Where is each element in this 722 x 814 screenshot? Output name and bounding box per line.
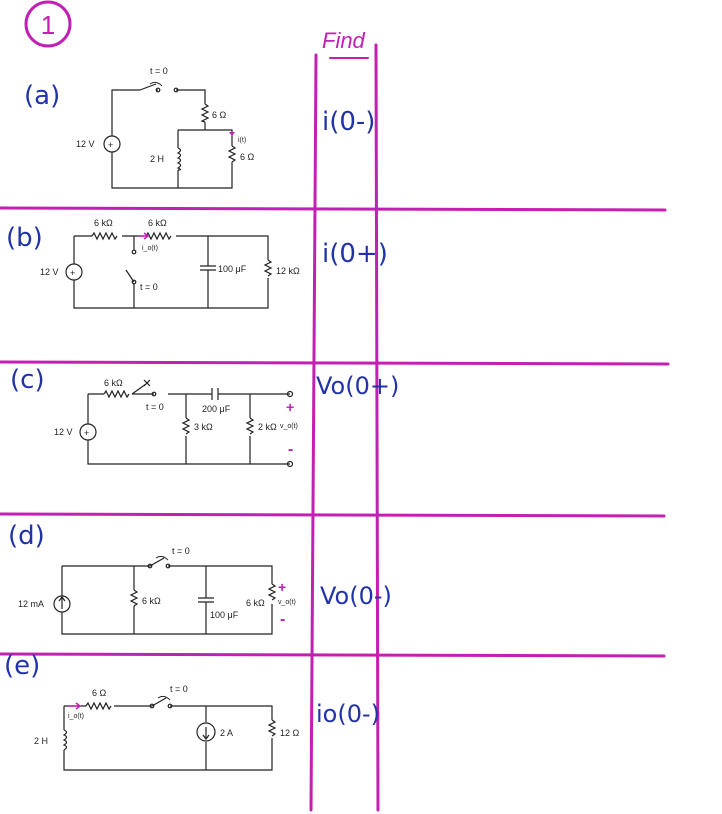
circuit-c — [79, 379, 294, 468]
source-a — [103, 135, 121, 153]
find-d: Vo(0-) — [320, 582, 392, 610]
circuit-e — [62, 695, 277, 771]
source-b — [65, 263, 83, 281]
circuit-c-r2: 3 kΩ — [194, 422, 213, 432]
find-label: Find — [322, 28, 366, 53]
grid-lines — [0, 43, 670, 812]
circuit-b-switch: t = 0 — [140, 282, 158, 292]
circuit-a-rload: 6 Ω — [240, 152, 255, 162]
circuit-d-r1: 6 kΩ — [142, 596, 161, 606]
resistor-a-load — [227, 145, 237, 163]
resistor-e-1 — [85, 701, 112, 711]
row-divider-2 — [0, 360, 670, 366]
circuit-b-r1: 6 kΩ — [94, 218, 113, 228]
resistor-d-1 — [129, 589, 139, 607]
part-label-d: (d) — [8, 521, 45, 551]
circuit-d-source: 12 mA — [18, 599, 44, 609]
find-a: i(0-) — [322, 107, 375, 137]
part-label-a: (a) — [24, 81, 60, 111]
inductor-a — [176, 147, 182, 171]
circuit-b-capacitor: 100 μF — [218, 264, 247, 274]
row-divider-3 — [0, 512, 666, 518]
circuit-c-voltage: v_o(t) — [280, 423, 298, 430]
circuit-d-voltage: v_o(t) — [278, 599, 296, 606]
circuit-c-r3: 2 kΩ — [258, 422, 277, 432]
circuit-a-inductor: 2 H — [150, 154, 164, 164]
problem-number: 1 — [41, 10, 55, 40]
circuit-a-source: 12 V — [76, 139, 95, 149]
circuit-c-minus: - — [288, 441, 293, 458]
problem-number-circle — [24, 0, 72, 48]
find-b: i(0+) — [322, 239, 388, 269]
circuit-a-rseries: 6 Ω — [212, 110, 227, 120]
resistor-c-1 — [103, 389, 130, 399]
row-divider-4 — [0, 652, 666, 658]
circuit-d-minus: - — [280, 611, 285, 628]
find-e: io(0-) — [316, 700, 380, 728]
part-label-e: (e) — [4, 651, 40, 681]
column-line-left — [309, 53, 318, 812]
circuit-a — [103, 81, 237, 189]
row-divider-1 — [0, 206, 667, 212]
current-arrow-a — [229, 132, 235, 136]
circuit-d-switch: t = 0 — [172, 546, 190, 556]
column-line-right — [374, 43, 380, 812]
capacitor-b — [200, 265, 216, 271]
circuit-c-capacitor: 200 μF — [202, 404, 231, 414]
circuit-b-current: i_o(t) — [142, 245, 158, 252]
current-arrow-b — [138, 232, 150, 240]
circuit-d — [53, 555, 277, 635]
resistor-b-3 — [263, 259, 273, 277]
find-c: Vo(0+) — [316, 372, 399, 400]
current-arrow-e — [68, 702, 82, 710]
circuit-c-r1: 6 kΩ — [104, 378, 123, 388]
capacitor-d — [198, 597, 214, 603]
circuit-d-capacitor: 100 μF — [210, 610, 239, 620]
circuit-e-current: i_o(t) — [68, 713, 84, 720]
resistor-e-2 — [267, 719, 277, 737]
resistor-b-2 — [145, 231, 172, 241]
source-b-sign: + — [70, 268, 75, 278]
capacitor-c — [211, 388, 219, 400]
circuit-e-r1: 6 Ω — [92, 688, 107, 698]
circuit-c-source: 12 V — [54, 427, 73, 437]
circuit-b-r3: 12 kΩ — [276, 266, 300, 276]
source-a-sign: + — [108, 140, 113, 150]
circuit-a-current: i(t) — [238, 137, 246, 144]
resistor-c-2 — [181, 417, 191, 435]
circuit-d-plus: + — [278, 579, 286, 595]
circuit-e-inductor: 2 H — [34, 736, 48, 746]
part-label-c: (c) — [10, 365, 45, 395]
resistor-a-series — [200, 103, 210, 123]
resistor-d-2 — [267, 583, 277, 601]
circuit-d-r2: 6 kΩ — [246, 598, 265, 608]
circuit-b — [65, 231, 273, 309]
part-label-b: (b) — [6, 223, 43, 253]
resistor-b-1 — [91, 231, 118, 241]
circuit-b-source: 12 V — [40, 267, 59, 277]
source-e — [196, 722, 216, 742]
circuit-e-r2: 12 Ω — [280, 728, 300, 738]
source-c — [79, 423, 97, 441]
circuit-b-r2: 6 kΩ — [148, 218, 167, 228]
source-c-sign: + — [84, 428, 89, 438]
inductor-e — [62, 729, 68, 751]
resistor-c-3 — [245, 417, 255, 435]
circuit-c-switch: t = 0 — [146, 402, 164, 412]
circuit-e-switch: t = 0 — [170, 684, 188, 694]
circuit-a-switch: t = 0 — [150, 66, 168, 76]
circuit-e-source: 2 A — [220, 728, 233, 738]
circuit-c-plus: + — [286, 399, 294, 415]
